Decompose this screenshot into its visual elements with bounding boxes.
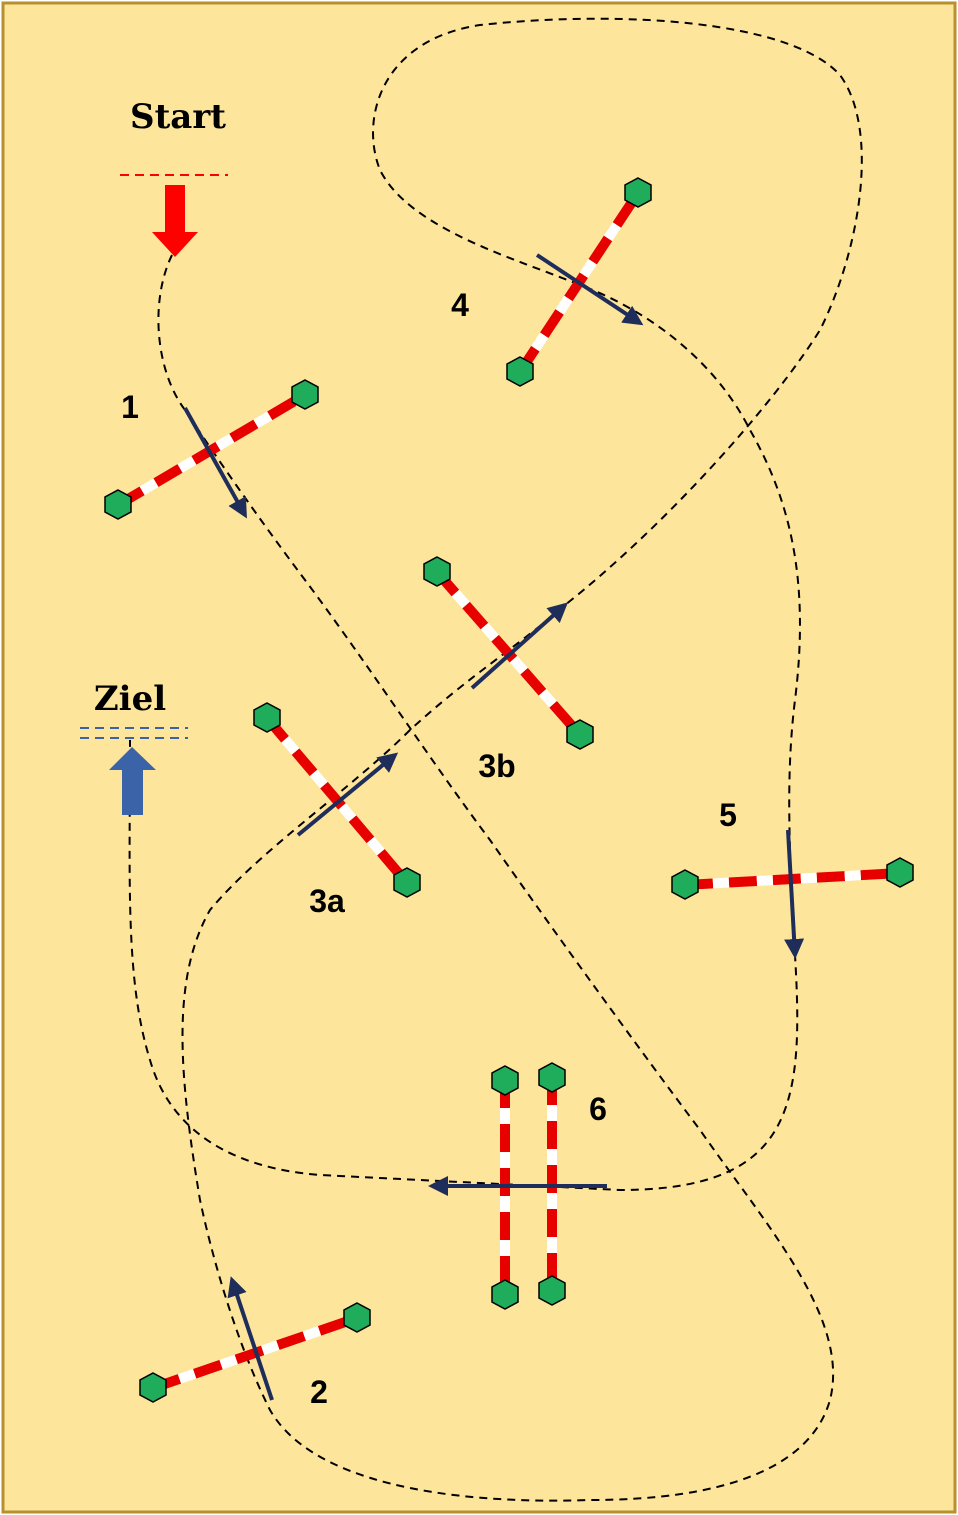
hexagon-icon [538, 1275, 566, 1306]
hexagon-icon [491, 1065, 519, 1096]
hexagon-icon [491, 1279, 519, 1310]
hexagon-icon [538, 1062, 566, 1093]
obstacle-3a-label: 3a [309, 883, 345, 919]
start-arrow [152, 185, 198, 257]
obstacle-1: 1 [104, 379, 319, 520]
hexagon-icon [343, 1302, 371, 1333]
obstacle-6-label: 6 [589, 1091, 607, 1127]
obstacle-4-label: 4 [451, 287, 469, 323]
obstacle-3b: 3b [423, 556, 594, 784]
obstacle-2-label: 2 [310, 1374, 328, 1410]
hexagon-icon [886, 857, 914, 888]
obstacle-5-label: 5 [719, 797, 737, 833]
hexagon-icon [671, 869, 699, 900]
hexagon-icon [566, 719, 594, 750]
hexagon-icon [624, 177, 652, 208]
finish-arrow [109, 747, 156, 815]
obstacle-3b-label: 3b [478, 748, 515, 784]
obstacle-6: 6 [428, 1062, 607, 1310]
finish-label: Ziel [94, 679, 166, 719]
start-label: Start [130, 97, 226, 137]
hexagon-icon [506, 356, 534, 387]
obstacle-5: 5 [671, 797, 914, 959]
hexagon-icon [423, 556, 451, 587]
hexagon-icon [139, 1372, 167, 1403]
obstacle-4: 4 [451, 177, 652, 387]
obstacle-1-label: 1 [121, 389, 139, 425]
hexagon-icon [393, 867, 421, 898]
hexagon-icon [104, 489, 132, 520]
hexagon-icon [253, 702, 281, 733]
obstacle-3a: 3a [253, 702, 421, 919]
obstacle-2: 2 [139, 1276, 371, 1410]
hexagon-icon [291, 379, 319, 410]
riding-path [128, 17, 863, 1502]
